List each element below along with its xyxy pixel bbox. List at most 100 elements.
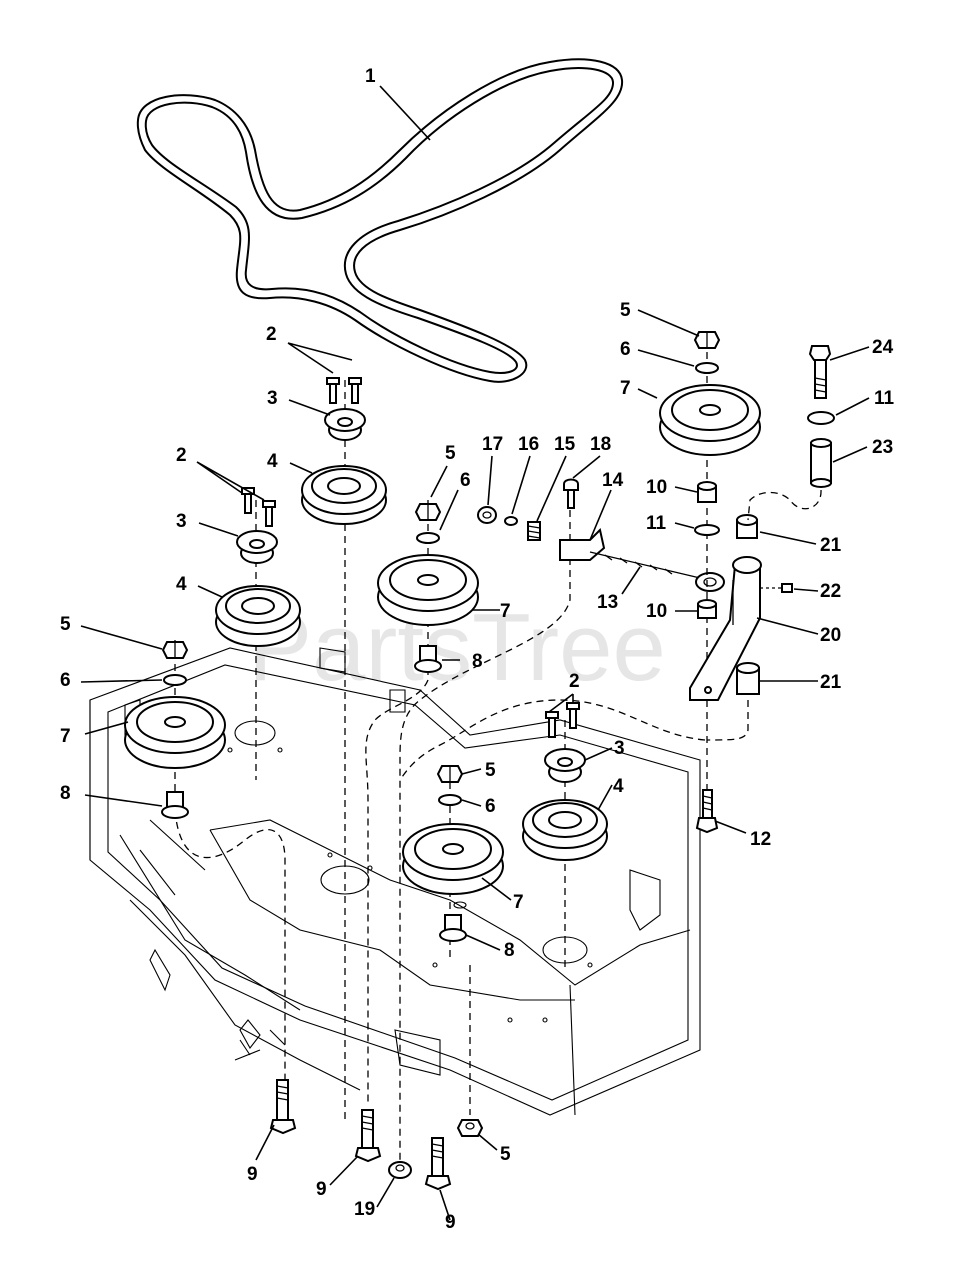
callout-3-right: 3	[614, 738, 625, 759]
nut-17	[477, 506, 497, 524]
idler-arm-20	[689, 556, 762, 701]
washer-6-left	[163, 674, 187, 686]
bolt-2-right-a	[545, 711, 559, 738]
callout-11-arm: 11	[646, 513, 667, 534]
bolt-12	[695, 789, 719, 834]
callout-6-left: 6	[60, 670, 71, 691]
callout-10-upper: 10	[646, 477, 667, 498]
pulley-7-left	[124, 696, 226, 769]
pulley-7-center	[377, 554, 479, 626]
callout-7-left: 7	[60, 726, 71, 747]
callout-5-bottom: 5	[500, 1144, 511, 1165]
washer-6-lower	[438, 794, 462, 806]
spacer-8-left	[161, 791, 189, 819]
callout-14: 14	[602, 470, 624, 491]
nut-19	[388, 1161, 412, 1179]
callout-4-left: 4	[176, 574, 187, 595]
tension-spring-assembly	[399, 478, 725, 1160]
callout-21-upper: 21	[820, 535, 842, 556]
callout-16: 16	[518, 434, 539, 455]
idler-arm-assembly	[399, 331, 835, 834]
callout-13: 13	[597, 592, 618, 613]
pulley-assembly-right	[522, 702, 608, 970]
callout-6-lower: 6	[485, 796, 496, 817]
washer-6-center	[416, 532, 440, 544]
rod-13	[589, 551, 725, 592]
nut-5-lower	[436, 765, 464, 783]
nut-5-bottom	[456, 1119, 484, 1137]
callout-9-right: 9	[445, 1212, 456, 1233]
hub-3-right	[544, 748, 586, 783]
hub-3-upper	[324, 408, 366, 441]
callout-4-upper: 4	[267, 451, 278, 472]
callout-23: 23	[872, 437, 893, 458]
callout-6-arm: 6	[620, 339, 631, 360]
bracket-14	[559, 528, 606, 561]
bolt-18	[563, 478, 579, 509]
bolt-9-left	[269, 1079, 297, 1135]
callout-5-left: 5	[60, 614, 71, 635]
callout-10-lower: 10	[646, 601, 667, 622]
pulley-4-upper	[301, 465, 387, 525]
pulley-4-right	[522, 799, 608, 861]
callout-7-lower: 7	[513, 892, 524, 913]
callout-9-center: 9	[316, 1179, 327, 1200]
callout-20: 20	[820, 625, 841, 646]
callout-11-bolt: 11	[874, 388, 895, 409]
hub-3-left	[236, 530, 278, 564]
pulley-assembly-upper-center	[301, 377, 387, 1120]
callout-5-lower: 5	[485, 760, 496, 781]
spacer-8-lower	[439, 914, 467, 942]
callout-15: 15	[554, 434, 576, 455]
callout-5-arm: 5	[620, 300, 631, 321]
bushing-21-lower	[736, 662, 760, 695]
spacer-8-center	[414, 645, 442, 673]
callout-18: 18	[590, 434, 611, 455]
callout-7-arm: 7	[620, 378, 631, 399]
pulley-7-lower	[402, 823, 504, 895]
grease-fitting-22	[760, 583, 793, 593]
idler-assembly-center	[365, 500, 479, 1105]
callout-19: 19	[354, 1199, 375, 1220]
callout-2-upper: 2	[266, 324, 277, 345]
callout-9-left: 9	[247, 1164, 258, 1185]
pulley-4-left	[215, 585, 301, 647]
callout-4-right: 4	[613, 776, 624, 797]
callout-labels: 1 2 3 4 2 3 4 5 6 7 8 5 6 7 8 17 16 15 1…	[60, 66, 895, 1233]
washer-11-arm	[694, 524, 720, 536]
washer-11-bolt	[807, 411, 835, 425]
callout-1: 1	[365, 66, 376, 87]
spacer-10-lower	[697, 599, 717, 619]
callout-22: 22	[820, 581, 841, 602]
idler-assembly-left	[124, 640, 286, 1080]
callout-3-left: 3	[176, 511, 187, 532]
spacer-23	[810, 438, 832, 488]
washer-16	[504, 516, 518, 526]
callout-12: 12	[750, 829, 771, 850]
bolt-2-right-b	[566, 702, 580, 729]
bolt-2-left-b	[262, 500, 276, 527]
callout-6-center: 6	[460, 470, 471, 491]
pulley-7-arm	[659, 384, 761, 456]
bolt-2-upper-a	[326, 377, 340, 404]
callout-5-center: 5	[445, 443, 456, 464]
bolt-9-center	[354, 1109, 382, 1163]
callout-2-left: 2	[176, 445, 187, 466]
callout-24: 24	[872, 337, 894, 358]
lower-fasteners	[269, 1079, 484, 1191]
bolt-24	[808, 345, 832, 399]
washer-6-arm	[695, 362, 719, 374]
spacer-10-upper	[697, 481, 717, 503]
bolt-2-upper-b	[348, 377, 362, 404]
callout-3-upper: 3	[267, 388, 278, 409]
idler-assembly-lower	[402, 765, 504, 1115]
callout-21-lower: 21	[820, 672, 842, 693]
callout-8-center: 8	[472, 651, 483, 672]
callout-8-lower: 8	[504, 940, 515, 961]
nut-5-arm	[693, 331, 721, 349]
nut-5-left	[161, 641, 189, 659]
callout-8-left: 8	[60, 783, 71, 804]
callout-2-right: 2	[569, 671, 580, 692]
bushing-21-upper	[736, 514, 758, 539]
